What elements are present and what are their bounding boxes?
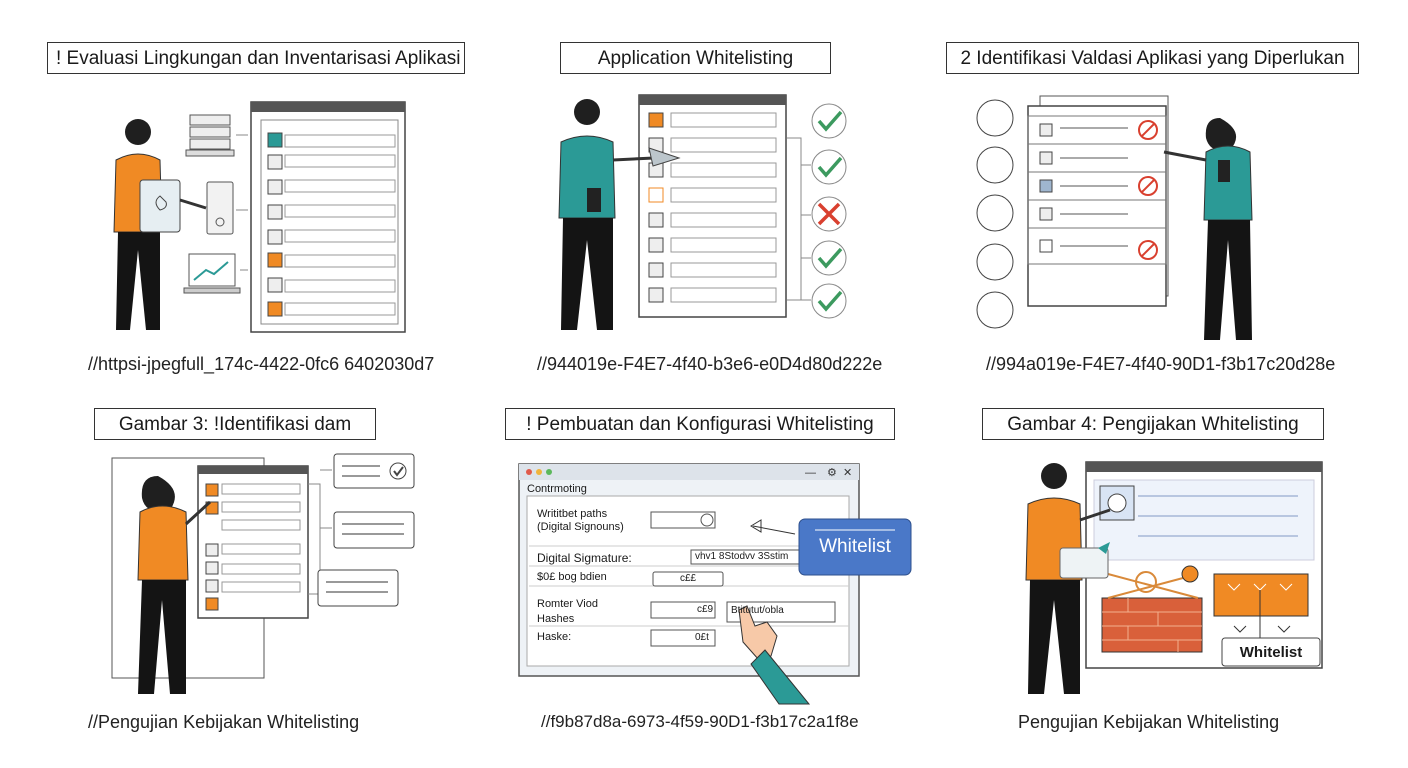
cross-icon xyxy=(811,196,847,232)
bog-label: $0£ bog bdien xyxy=(537,571,607,583)
checked-note xyxy=(333,453,415,489)
app-list-window xyxy=(638,94,787,318)
panel-enforcement: Gambar 4: Pengijakan Whitelisting xyxy=(938,384,1407,768)
digital-signature-field[interactable]: vhv1 8Stodvv 3Sstim xyxy=(695,551,789,562)
config-section-label: Contrmoting xyxy=(527,483,587,495)
hashes-field[interactable]: c£9 xyxy=(697,604,714,615)
panel-application-whitelisting: Application Whitelisting xyxy=(469,0,938,384)
bog-field[interactable]: c££ xyxy=(680,573,697,584)
whitelist-button[interactable]: Whitelist xyxy=(1239,644,1303,661)
note-card xyxy=(333,511,415,549)
laptop-icon xyxy=(183,253,241,294)
minimize-icon: — xyxy=(805,467,816,479)
firewall-icon xyxy=(1101,565,1203,653)
blocked-icon xyxy=(1138,120,1158,260)
panel-title: Gambar 4: Pengijakan Whitelisting xyxy=(982,408,1324,440)
close-icon: ✕ xyxy=(843,467,852,479)
computer-tower-icon xyxy=(206,181,234,235)
haske-field[interactable]: 0£t xyxy=(695,632,709,643)
panel-title: ! Evaluasi Lingkungan dan Inventarisasi … xyxy=(47,42,465,74)
enforcement-illustration xyxy=(1025,461,1323,694)
check-icon xyxy=(811,283,847,319)
check-icon xyxy=(811,240,847,276)
panel-title: Gambar 3: !Identifikasi dam xyxy=(94,408,376,440)
whitelist-callout xyxy=(750,518,912,576)
writable-paths-label: Writitbet paths (Digital Signouns) xyxy=(537,508,624,533)
panel-caption: //httpsi-jpegfull_174c-4422-0fc6 6402030… xyxy=(88,354,435,374)
panel-caption: //f9b87d8a-6973-4f59-90D1-f3b17c2a1f8e xyxy=(541,712,859,731)
validation-illustration xyxy=(976,95,1253,340)
identification-illustration xyxy=(111,453,415,694)
hashes-label: Romter Viod Hashes xyxy=(537,598,598,625)
pointing-hand xyxy=(738,605,811,705)
whitelist-button[interactable]: Whitelist xyxy=(819,536,891,557)
panel-caption: //Pengujian Kebijakan Whitelisting xyxy=(88,712,360,732)
note-card xyxy=(317,569,399,607)
person-figure xyxy=(1025,463,1111,694)
panel-validation: 2 Identifikasi Valdasi Aplikasi yang Dip… xyxy=(938,0,1407,384)
device-icons xyxy=(976,99,1014,329)
digital-signature-label: Digital Sigmature: xyxy=(537,551,632,565)
panel-title: Application Whitelisting xyxy=(560,42,831,74)
settings-icon: ⚙ xyxy=(827,467,837,479)
server-icon xyxy=(185,114,235,157)
validation-list-window xyxy=(1027,95,1169,307)
panel-inventory: ! Evaluasi Lingkungan dan Inventarisasi … xyxy=(0,0,469,384)
person-figure xyxy=(558,99,681,330)
person-figure xyxy=(137,476,212,694)
person-figure xyxy=(113,119,207,330)
app-inventory-window xyxy=(250,101,406,333)
configuration-illustration: — ⚙ ✕ xyxy=(518,463,912,705)
panel-title: ! Pembuatan dan Konfigurasi Whitelisting xyxy=(505,408,895,440)
panel-caption: Pengujian Kebijakan Whitelisting xyxy=(1018,712,1280,732)
panel-configuration: ! Pembuatan dan Konfigurasi Whitelisting… xyxy=(469,384,938,768)
panel-caption: //944019e-F4E7-4f40-b3e6-e0D4d80d222e xyxy=(537,354,883,374)
panel-title: 2 Identifikasi Valdasi Aplikasi yang Dip… xyxy=(946,42,1359,74)
identification-window xyxy=(197,465,309,619)
inventory-illustration xyxy=(113,101,406,333)
blocked-app-panel xyxy=(1213,573,1321,667)
panel-caption: //994a019e-F4E7-4f40-90D1-f3b17c20d28e xyxy=(986,354,1336,374)
haske-label: Haske: xyxy=(537,631,572,643)
hashes-extra-field[interactable]: Btitutut/obla xyxy=(731,605,784,616)
panel-identification: Gambar 3: !Identifikasi dam xyxy=(0,384,469,768)
person-figure xyxy=(1163,118,1253,340)
check-icon xyxy=(811,103,847,139)
whitelisting-illustration xyxy=(558,94,847,330)
config-window: — ⚙ ✕ xyxy=(518,463,860,677)
check-icon xyxy=(811,149,847,185)
